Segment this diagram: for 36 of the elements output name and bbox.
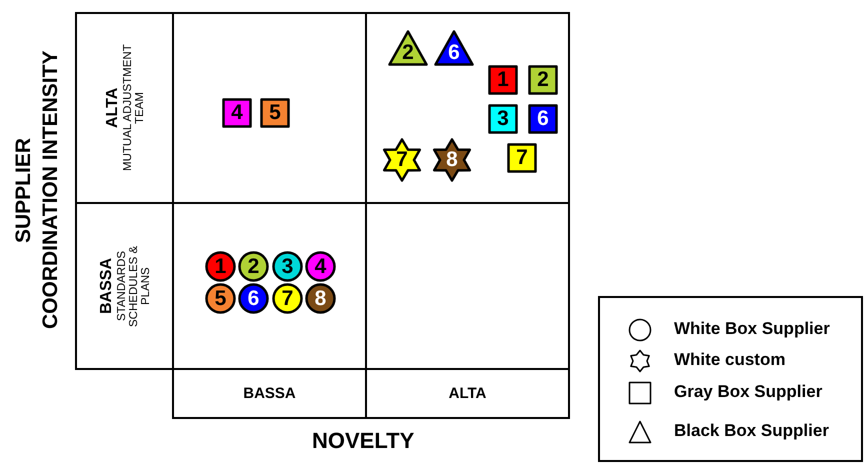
- row-header-cell: [75, 202, 174, 370]
- header-subtitle: MUTUAL ADJUSTMENT TEAM: [122, 44, 146, 174]
- axis-title: NOVELTY: [312, 428, 414, 454]
- square-marker: 5: [260, 98, 290, 128]
- square-marker: 6: [528, 104, 558, 134]
- row-header-cell: [75, 12, 174, 204]
- circle-marker: 3: [272, 251, 303, 282]
- header-title: BASSA: [243, 385, 296, 402]
- triangle-marker: 6: [434, 30, 474, 66]
- header-subtitle: STANDARDS SCHEDULES & PLANS: [116, 244, 152, 329]
- header-title: ALTA: [104, 86, 122, 130]
- legend-label: White Box Supplier: [674, 319, 830, 339]
- axis-title: SUPPLIER COORDINATION INTENSITY: [11, 50, 63, 332]
- circle-marker: 7: [272, 283, 303, 314]
- circle-marker: 5: [205, 283, 236, 314]
- circle-marker: 6: [238, 283, 269, 314]
- square-marker: 1: [488, 65, 518, 95]
- column-header-cell: [365, 368, 570, 419]
- circle-marker: 4: [305, 251, 336, 282]
- matrix-cell: [365, 12, 570, 204]
- circle-marker: 8: [305, 283, 336, 314]
- square-marker: 3: [488, 104, 518, 134]
- square-marker: 2: [528, 65, 558, 95]
- circle-marker: 2: [238, 251, 269, 282]
- circle-marker: 1: [205, 251, 236, 282]
- star-marker: 8: [431, 138, 473, 182]
- legend-label: Gray Box Supplier: [674, 382, 822, 402]
- column-header-cell: [172, 368, 367, 419]
- star-marker: 7: [381, 138, 423, 182]
- header-title: ALTA: [448, 385, 486, 402]
- legend-label: White custom: [674, 350, 786, 370]
- legend-label: Black Box Supplier: [674, 421, 829, 441]
- header-title: BASSA: [98, 257, 116, 316]
- square-marker: 4: [222, 98, 252, 128]
- triangle-marker: 2: [388, 30, 428, 66]
- square-marker: 7: [507, 143, 537, 173]
